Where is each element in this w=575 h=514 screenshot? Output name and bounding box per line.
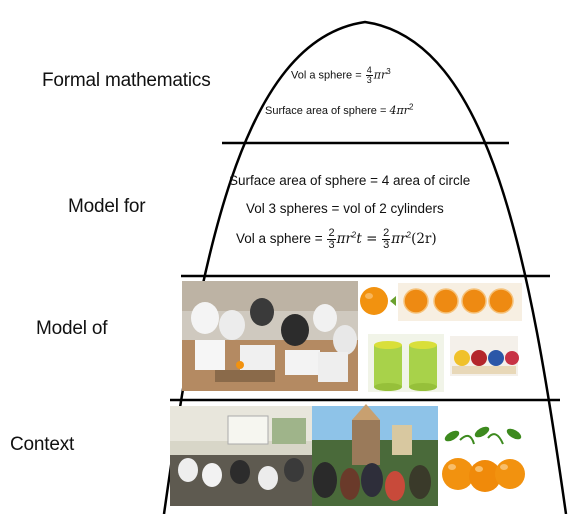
denominator: 3 bbox=[328, 239, 335, 251]
orange-icon bbox=[360, 287, 388, 315]
pi-symbol: π bbox=[373, 68, 381, 82]
level-label-formal: Formal mathematics bbox=[42, 70, 211, 91]
numerator: 2 bbox=[382, 227, 391, 240]
formula-sphere-volume: Vol a sphere = 4 3 πr3 bbox=[291, 66, 391, 85]
exponent: 2 bbox=[351, 230, 357, 240]
orange-icon bbox=[488, 288, 514, 314]
level-label-model-of: Model of bbox=[36, 318, 108, 339]
exponent: 2 bbox=[408, 102, 414, 112]
formula-term: (2r) bbox=[411, 231, 437, 248]
orange-icon bbox=[403, 288, 429, 314]
level-label-model-for: Model for bbox=[68, 196, 146, 217]
model-for-line-1: Surface area of sphere = 4 area of circl… bbox=[229, 173, 471, 188]
formula-label: Vol a sphere = bbox=[291, 69, 362, 82]
numerator: 2 bbox=[327, 227, 336, 240]
fraction: 2 3 bbox=[327, 227, 336, 251]
formula-term: πr bbox=[336, 231, 352, 248]
ball-icon bbox=[505, 351, 519, 365]
model-for-line-3: Vol a sphere = 2 3 πr2t = 2 3 πr2(2r) bbox=[236, 228, 437, 251]
radius-symbol: r bbox=[380, 68, 387, 82]
orange-icon bbox=[495, 459, 525, 489]
festival-photo bbox=[312, 404, 438, 506]
formula-term: t = bbox=[356, 231, 378, 248]
classroom-context-photo bbox=[170, 406, 312, 506]
fraction: 2 3 bbox=[382, 227, 391, 251]
cylinder-icon bbox=[409, 345, 437, 387]
level-label-context: Context bbox=[10, 434, 75, 455]
orange-icon bbox=[461, 288, 487, 314]
formula-label: Vol a sphere = bbox=[236, 231, 323, 247]
ball-icon bbox=[488, 350, 504, 366]
ball-icon bbox=[471, 350, 487, 366]
denominator: 3 bbox=[383, 239, 390, 251]
orange-halves-row bbox=[360, 283, 522, 321]
fraction: 4 3 bbox=[365, 65, 373, 85]
denominator: 3 bbox=[366, 75, 372, 85]
cylinders bbox=[368, 334, 444, 392]
formula-sphere-area: Surface area of sphere = 4πr2 bbox=[265, 102, 414, 117]
ball-icon bbox=[454, 350, 470, 366]
balls-tubes bbox=[450, 336, 519, 376]
numerator: 4 bbox=[365, 65, 373, 76]
exponent: 2 bbox=[406, 230, 412, 240]
exponent: 3 bbox=[386, 66, 391, 76]
formula-label: Surface area of sphere = bbox=[265, 105, 387, 117]
orange-icon bbox=[433, 288, 459, 314]
oranges-on-branch bbox=[442, 426, 525, 492]
formula-term: πr bbox=[391, 231, 407, 248]
classroom-photo bbox=[182, 281, 358, 391]
model-for-line-2: Vol 3 spheres = vol of 2 cylinders bbox=[246, 201, 444, 216]
cylinder-icon bbox=[374, 345, 402, 387]
formula-expression: 4πr bbox=[389, 104, 409, 117]
